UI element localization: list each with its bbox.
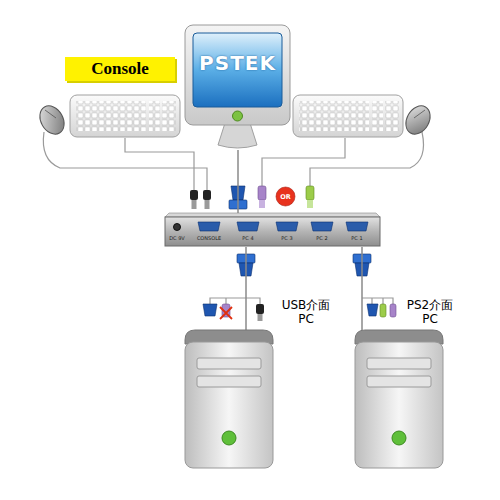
usb-plug-tip	[258, 314, 263, 321]
port-label: DC 9V	[169, 235, 185, 241]
pc-tower-outline	[185, 330, 273, 470]
switch-front	[165, 217, 380, 246]
keyboard-keys	[149, 101, 160, 131]
mouse	[35, 102, 69, 139]
keyboard-keys	[299, 101, 369, 131]
drive-bay	[367, 376, 431, 387]
cross-mark	[220, 307, 232, 319]
keyboard	[70, 95, 180, 137]
mouse-cable	[43, 132, 207, 190]
kvm-switch: DC 9V CONSOLE PC 4 PC 3 PC 2 PC 1	[165, 213, 380, 247]
vga-port	[346, 222, 368, 231]
power-button	[392, 431, 406, 445]
plug-tip	[307, 200, 313, 208]
vga-port	[276, 222, 298, 231]
port-label: PC 4	[242, 235, 253, 241]
vga-plug	[203, 304, 217, 316]
keyboard-keys	[76, 101, 146, 131]
monitor-screen	[193, 33, 282, 107]
drive-bay	[197, 376, 261, 387]
port-label: PC 3	[281, 235, 292, 241]
vga-port	[311, 222, 333, 231]
plug-body	[203, 190, 211, 200]
plug-body	[306, 186, 314, 200]
cable-connector	[245, 247, 247, 330]
or-circle-fill	[276, 187, 295, 206]
vga-port	[237, 222, 259, 231]
pc-label: USB介面 PC	[277, 298, 335, 326]
monitor-bezel	[185, 25, 290, 125]
cable-connector	[361, 247, 363, 330]
cable-branch	[382, 298, 383, 304]
cable-branch	[362, 298, 393, 304]
ps2-plug	[258, 186, 266, 208]
switch-top	[165, 213, 380, 217]
vga-port	[198, 222, 220, 231]
node-label: Console	[91, 59, 149, 79]
pc-tower-outline	[355, 330, 443, 470]
usb-plug	[190, 190, 198, 209]
mouse	[401, 102, 435, 139]
plug-tip	[205, 200, 210, 209]
keyboard-keys	[372, 101, 383, 131]
ps2-plug	[390, 304, 396, 317]
keyboard-body	[293, 95, 403, 137]
power-jack	[174, 224, 181, 231]
drive-bay	[367, 358, 431, 369]
keyboard-keys	[385, 101, 399, 131]
split-cable	[362, 298, 393, 304]
plug-tip	[192, 200, 197, 209]
keyboard-body	[70, 95, 180, 137]
plug-body	[258, 186, 266, 200]
split-cable	[210, 298, 260, 304]
ps2-plug	[306, 186, 314, 208]
mouse-button-line	[414, 110, 425, 118]
keyboard	[293, 95, 403, 137]
ps2-plug	[380, 304, 386, 317]
title-label-box: Console	[65, 57, 175, 81]
cable-branch	[246, 298, 260, 304]
node-label: OR	[280, 193, 291, 201]
node-label: PSTEK	[193, 51, 282, 75]
cable-branch	[210, 298, 246, 304]
port-label: CONSOLE	[197, 235, 221, 241]
mouse-body	[401, 102, 435, 139]
pc-tower: PS2介面 PC	[355, 330, 443, 470]
plug-body	[190, 190, 198, 200]
plug-tip	[259, 200, 265, 208]
mouse-button-line	[45, 110, 56, 118]
usb-plug	[256, 304, 264, 314]
monitor: PSTEK	[185, 25, 290, 150]
usb-plug	[203, 190, 211, 209]
cable-branch	[371, 298, 372, 304]
mouse-body	[35, 102, 69, 139]
keyboard-cable	[125, 138, 194, 190]
cable-connector	[237, 150, 239, 213]
or-circle: OR	[276, 187, 295, 206]
pc-tower: USB介面 PC	[185, 330, 273, 470]
vga-plug	[367, 304, 378, 316]
monitor-outline	[185, 25, 290, 150]
pc-body	[355, 342, 443, 468]
monitor-stand	[218, 123, 257, 148]
pc-body	[185, 342, 273, 468]
drive-bay	[197, 358, 261, 369]
power-button	[222, 431, 236, 445]
cable-branch	[225, 298, 226, 304]
power-button	[233, 111, 243, 121]
pc-label: PS2介面 PC	[401, 298, 459, 326]
mouse-cable	[310, 132, 424, 186]
port-label: PC 1	[351, 235, 362, 241]
keyboard-cable	[262, 138, 345, 186]
port-label: PC 2	[316, 235, 327, 241]
keyboard-keys	[162, 101, 176, 131]
kvm-switch-outline	[165, 213, 380, 247]
